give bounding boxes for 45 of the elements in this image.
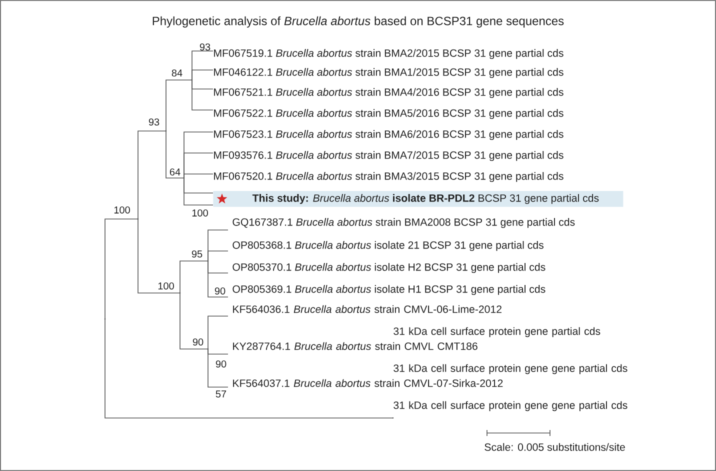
bootstrap-value: 64	[170, 168, 180, 176]
bootstrap-value: 90	[192, 338, 204, 346]
bootstrap-value: 90	[214, 287, 226, 295]
leaf-label: MF067520.1 Brucella abortus strain BMA3/2015 BCSP 31 gene partial cds	[214, 172, 564, 182]
leaf-label: OP805369.1 Brucella abortus isolate H1 BCSP 31 gene partial cds	[232, 285, 546, 295]
bootstrap-value: 100	[158, 282, 174, 290]
bootstrap-value: 100	[114, 206, 130, 214]
leaf-label: MF067521.1 Brucella abortus strain BMA4/2016 BCSP 31 gene partial cds	[214, 88, 564, 98]
branch-line	[208, 250, 228, 262]
branch-line	[166, 130, 184, 178]
branch-line	[208, 348, 228, 388]
bootstrap-value: 90	[216, 360, 226, 368]
leaf-label: KF564036.1 Brucella abortus strain CMVL-06-Lime-2012 31 kDa cell surface protein gene partial cds	[233, 305, 600, 338]
branch-line	[166, 80, 192, 132]
bootstrap-value: 93	[148, 118, 160, 126]
title: Phylogenetic analysis of Brucella abortus based on BCSP31 gene sequences	[152, 16, 564, 28]
leaf-label: KF564037.1 Brucella abortus strain CMVL-07-Sirka-2012 31 kDa cell surface protein gene gene partial cds	[233, 379, 628, 412]
branch-line	[104, 318, 394, 418]
branch-line	[180, 260, 208, 294]
leaf-label: GQ167387.1 Brucella abortus strain BMA2008 BCSP 31 gene partial cds	[232, 218, 575, 228]
branch-line	[184, 178, 214, 206]
bootstrap-value: 57	[216, 390, 226, 398]
leaf-label: MF046122.1 Brucella abortus strain BMA1/2015 BCSP 31 gene partial cds	[214, 68, 564, 78]
leaf-label: MF067519.1 Brucella abortus strain BMA2/2015 BCSP 31 gene partial cds	[214, 49, 564, 59]
scale-label: Scale: 0.005 substitutions/site	[484, 443, 625, 451]
bootstrap-value: 95	[192, 250, 202, 258]
branch-line	[138, 218, 180, 294]
bootstrap-value: 93	[200, 43, 210, 51]
leaf-label: OP805368.1 Brucella abortus isolate 21 BCSP 31 gene partial cds	[232, 241, 544, 251]
leaf-label: OP805370.1 Brucella abortus isolate H2 BCSP 31 gene partial cds	[232, 263, 546, 273]
branch-line	[104, 218, 138, 320]
bootstrap-value: 100	[192, 209, 208, 217]
branch-line	[208, 316, 228, 350]
leaf-label: MF093576.1 Brucella abortus strain BMA7/2015 BCSP 31 gene partial cds	[214, 151, 564, 161]
leaf-label: This study: Brucella abortus isolate BR-PDL2 BCSP 31 gene partial cds	[213, 191, 624, 207]
branch-line	[180, 292, 208, 350]
branch-line	[208, 260, 228, 298]
branch-line	[184, 174, 214, 178]
leaf-label: MF067522.1 Brucella abortus strain BMA5/2016 BCSP 31 gene partial cds	[214, 109, 564, 119]
bootstrap-value: 84	[172, 69, 182, 77]
branch-line	[192, 70, 214, 80]
branch-line	[192, 80, 214, 110]
leaf-label: MF067523.1 Brucella abortus strain BMA6/2016 BCSP 31 gene partial cds	[214, 130, 564, 140]
leaf-label: KY287764.1 Brucella abortus strain CMVL CMT186 31 kDa cell surface protein gene gene partial cds	[233, 342, 628, 374]
branch-line	[138, 130, 166, 220]
